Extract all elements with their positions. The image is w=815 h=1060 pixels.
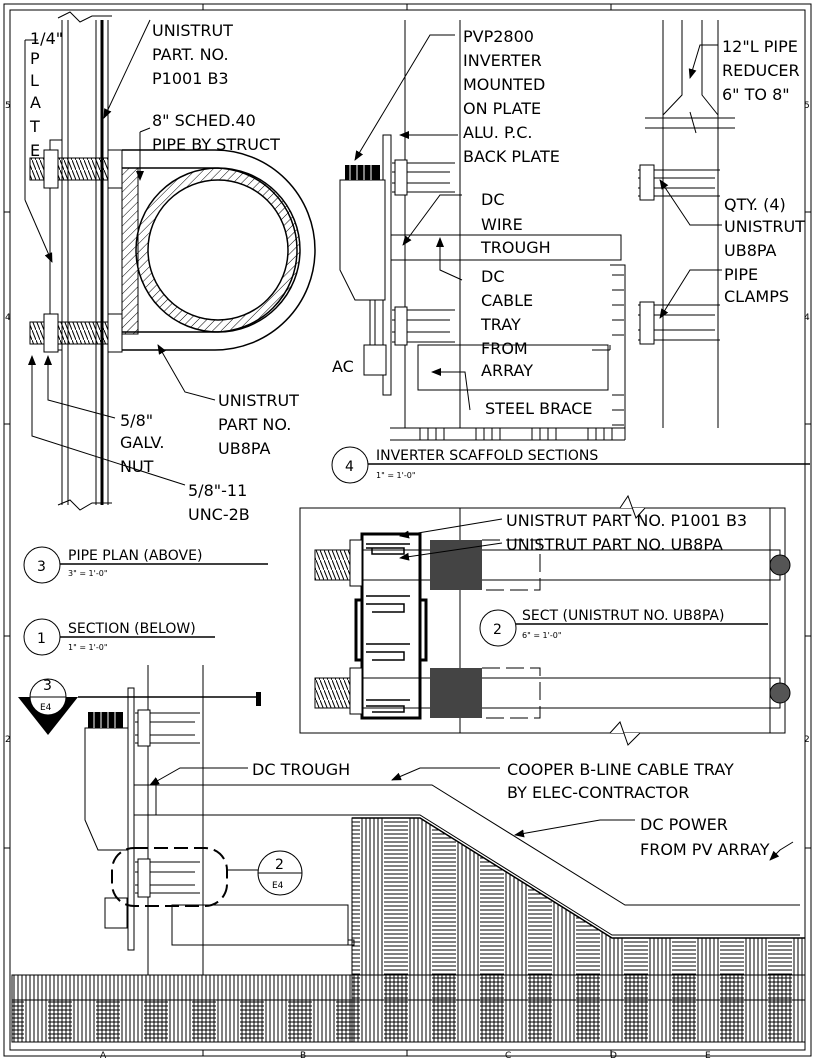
cable-tray-label: BY ELEC-CONTRACTOR	[507, 783, 689, 802]
left-zone-mark: 4	[5, 313, 11, 323]
sect-detail-labels: UNISTRUT PART NO. P1001 B3 UNISTRUT PART…	[506, 511, 747, 554]
bottom-zone-mark: A	[100, 1051, 107, 1060]
plate-thickness-label: 1/4"	[30, 29, 63, 48]
title-number: 2	[493, 622, 502, 638]
inverter-label: ON PLATE	[463, 99, 541, 118]
sheet-border: 5 4 2 5 4 2 A B C D E	[3, 3, 812, 1060]
left-zone-mark: 5	[5, 101, 11, 111]
unistrut-ub8pa-label: PART NO.	[218, 415, 291, 434]
title-block-2: 2 SECT (UNISTRUT NO. UB8PA) 6" = 1'-0"	[479, 608, 768, 647]
ub8pa-callout: UNISTRUT PART NO. UB8PA	[506, 535, 723, 554]
inverter-label: ALU. P.C.	[463, 123, 532, 142]
inverter-label: MOUNTED	[463, 75, 545, 94]
pipe-plan-drawing	[24, 11, 316, 511]
title-block-4: 4 INVERTER SCAFFOLD SECTIONS 1" = 1'-0"	[331, 446, 810, 484]
title-number: 3	[37, 559, 46, 575]
title-text: SECTION (BELOW)	[68, 621, 196, 637]
title-text: PIPE PLAN (ABOVE)	[68, 548, 202, 564]
p1001-callout: UNISTRUT PART NO. P1001 B3	[506, 511, 747, 530]
trough-label: DC	[481, 190, 505, 209]
callout-3-sheet: E4	[40, 703, 52, 713]
reducer-label: REDUCER	[722, 61, 800, 80]
callout-3-number: 3	[43, 678, 52, 694]
unistrut-p1001-label: UNISTRUT	[152, 21, 233, 40]
inverter-label: BACK PLATE	[463, 147, 560, 166]
pipe-plan-labels: 1/4" P L A T E UNISTRUT PART. NO. P1001 …	[29, 21, 299, 524]
title-block-1: 1 SECTION (BELOW) 1" = 1'-0"	[23, 618, 215, 656]
plate-label-letter: L	[30, 71, 39, 90]
clamps-label: UNISTRUT	[724, 217, 805, 236]
left-zone-mark: 2	[5, 735, 11, 745]
right-zone-mark: 5	[804, 101, 810, 111]
bottom-zone-mark: E	[705, 1051, 711, 1060]
dc-power-label: FROM PV ARRAY	[640, 840, 770, 859]
title-scale: 6" = 1'-0"	[522, 631, 562, 640]
tray-label: ARRAY	[481, 361, 533, 380]
thread-label: 5/8"-11	[188, 481, 247, 500]
bottom-zone-mark: D	[610, 1051, 617, 1060]
plate-label-letter: A	[30, 93, 41, 112]
right-zone-mark: 2	[804, 735, 810, 745]
section-below-labels: DC TROUGH COOPER B-LINE CABLE TRAY BY EL…	[252, 760, 770, 859]
bottom-zone-mark: C	[505, 1051, 511, 1060]
trough-label: TROUGH	[480, 238, 551, 257]
pipe-label: 8" SCHED.40	[152, 111, 256, 130]
reducer-label: 12"L PIPE	[722, 37, 798, 56]
title-scale: 1" = 1'-0"	[376, 471, 416, 480]
tray-label: TRAY	[480, 315, 521, 334]
clamps-label: UB8PA	[724, 241, 776, 260]
scaffold-drawing	[339, 20, 735, 441]
section-below-drawing	[11, 665, 806, 1043]
unistrut-p1001-label: PART. NO.	[152, 45, 229, 64]
nut-label: NUT	[120, 457, 154, 476]
plate-label-letter: E	[30, 141, 40, 160]
clamps-label: PIPE	[724, 265, 758, 284]
title-scale: 1" = 1'-0"	[68, 643, 108, 652]
title-number: 1	[37, 631, 46, 647]
trough-label: WIRE	[481, 215, 523, 234]
inverter-label: INVERTER	[463, 51, 542, 70]
scaffold-labels: PVP2800 INVERTER MOUNTED ON PLATE ALU. P…	[332, 27, 805, 418]
dc-trough-label: DC TROUGH	[252, 760, 350, 779]
plate-label-letter: P	[30, 49, 40, 68]
dc-power-label: DC POWER	[640, 815, 728, 834]
title-block-3: 3 PIPE PLAN (ABOVE) 3" = 1'-0"	[23, 546, 268, 584]
thread-label: UNC-2B	[188, 505, 250, 524]
title-text: SECT (UNISTRUT NO. UB8PA)	[522, 608, 724, 624]
unistrut-ub8pa-label: UNISTRUT	[218, 391, 299, 410]
unistrut-ub8pa-label: UB8PA	[218, 439, 270, 458]
cable-tray-label: COOPER B-LINE CABLE TRAY	[507, 760, 734, 779]
title-text: INVERTER SCAFFOLD SECTIONS	[376, 448, 598, 464]
clamps-label: CLAMPS	[724, 287, 789, 306]
tray-label: FROM	[481, 339, 528, 358]
unistrut-p1001-label: P1001 B3	[152, 69, 229, 88]
ac-label: AC	[332, 357, 354, 376]
nut-label: 5/8"	[120, 411, 153, 430]
nut-label: GALV.	[120, 433, 164, 452]
callout-2-number: 2	[275, 857, 284, 873]
sect-detail-drawing	[299, 494, 791, 746]
plate-label-letter: T	[29, 117, 40, 136]
right-zone-mark: 4	[804, 313, 810, 323]
title-number: 4	[345, 459, 354, 475]
pipe-label: PIPE BY STRUCT	[152, 135, 280, 154]
clamps-label: QTY. (4)	[724, 195, 786, 214]
callout-2-sheet: E4	[272, 881, 284, 891]
section-callouts: 3 E4 2 E4	[40, 678, 284, 891]
steel-brace-label: STEEL BRACE	[485, 399, 593, 418]
reducer-label: 6" TO 8"	[722, 85, 790, 104]
title-scale: 3" = 1'-0"	[68, 569, 108, 578]
bottom-zone-mark: B	[300, 1051, 306, 1060]
tray-label: DC	[481, 267, 505, 286]
tray-label: CABLE	[481, 291, 533, 310]
inverter-label: PVP2800	[463, 27, 534, 46]
